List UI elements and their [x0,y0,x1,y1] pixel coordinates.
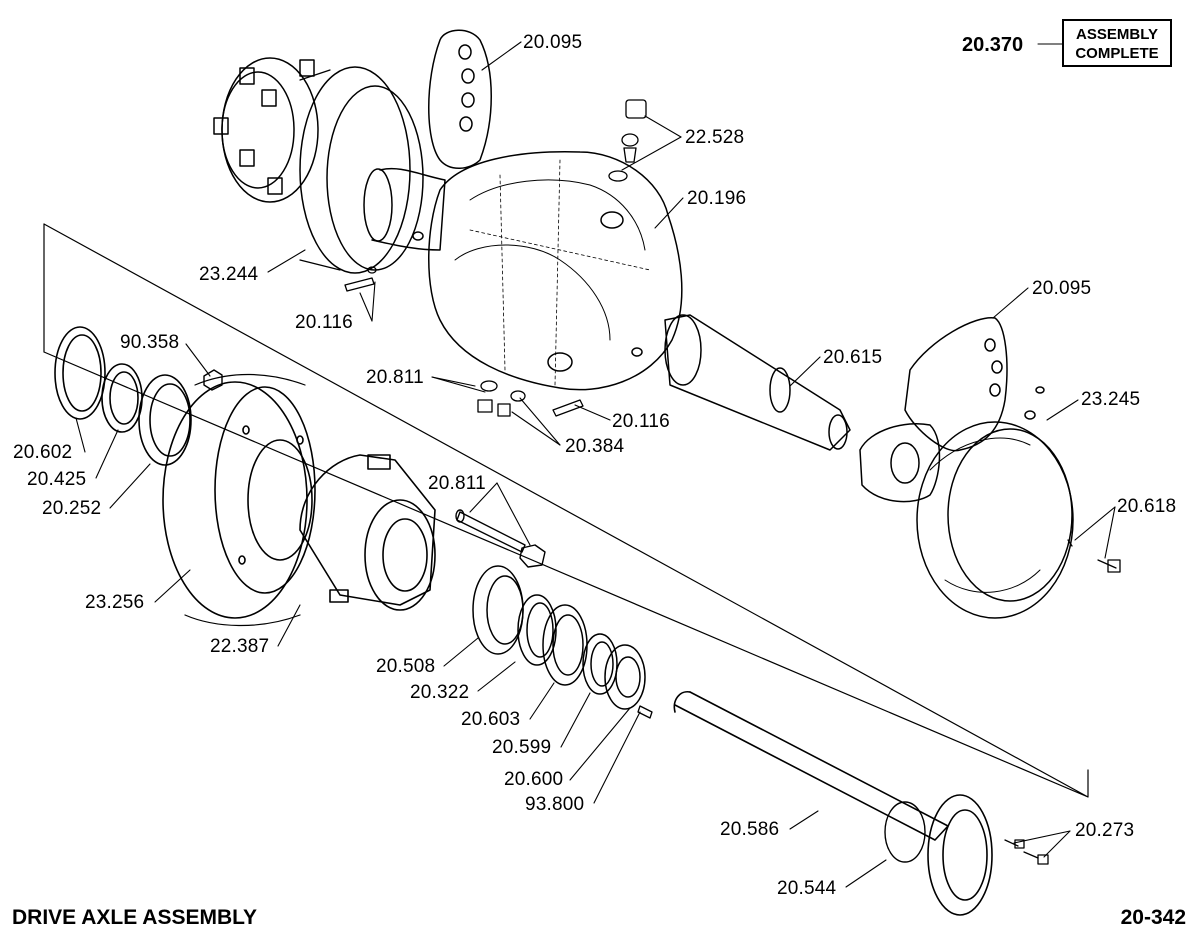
part-label-22-387: 22.387 [210,636,270,657]
small-screw [637,705,653,719]
cap-screws [344,266,584,417]
part-label-20-252: 20.252 [42,498,102,519]
spacer-ring [101,363,143,433]
lock-plate [604,644,646,710]
part-label-23-256: 23.256 [85,592,145,613]
part-label-23-244: 23.244 [199,264,259,285]
part-label-20-425: 20.425 [27,469,87,490]
hex-nut [203,369,223,391]
part-label-90-358: 90.358 [120,332,180,353]
assembly-label-line2: COMPLETE [1075,45,1159,62]
axle-shaft [673,690,993,916]
brake-drum [162,373,316,627]
right-torque-plate [859,317,1008,503]
seal-ring [54,326,106,420]
part-label-20-322: 20.322 [410,682,470,703]
page-number: 20-342 [1120,906,1186,929]
left-hub [213,57,319,203]
part-label-20-384: 20.384 [565,436,625,457]
part-label-20-599: 20.599 [492,737,552,758]
part-label-20-618: 20.618 [1117,496,1177,517]
part-label-22-528: 22.528 [685,127,745,148]
wheel-hub [299,454,436,611]
left-axle-tube [363,167,446,251]
lock-ring [517,594,557,666]
leader-lines [75,41,1116,888]
part-label-20-116-lower: 20.116 [612,411,670,432]
bearing-cone [138,374,192,466]
part-label-20-095-right: 20.095 [1032,278,1092,299]
breather-vent [608,99,647,182]
part-label-20-811-upper: 20.811 [366,367,424,388]
part-label-20-615: 20.615 [823,347,883,368]
part-label-20-273: 20.273 [1075,820,1135,841]
wheel-stud [455,509,546,568]
part-label-93-800: 93.800 [525,794,585,815]
axle-housing [412,151,683,391]
assembly-number: 20.370 [962,34,1024,56]
left-brake-drum [299,66,424,274]
drain-plugs [477,380,526,417]
part-label-20-603: 20.603 [461,709,521,730]
exploded-view-boundary [43,223,1089,798]
part-label-20-095-top: 20.095 [523,32,583,53]
outer-bearing [472,565,524,655]
assembly-label-line1: ASSEMBLY [1076,26,1158,43]
part-label-20-586: 20.586 [720,819,780,840]
flange-bolts [1004,839,1049,865]
right-axle-tube-spindle [664,314,851,451]
part-label-23-245: 23.245 [1081,389,1141,410]
part-label-20-811-lower: 20.811 [428,473,486,494]
part-label-20-196: 20.196 [687,188,747,209]
part-label-20-602: 20.602 [13,442,73,463]
left-torque-plate [428,29,492,169]
page-title: DRIVE AXLE ASSEMBLY [12,906,258,929]
part-label-20-544: 20.544 [777,878,837,899]
o-ring [884,801,926,863]
adjusting-nut [542,604,588,686]
part-label-20-508: 20.508 [376,656,436,677]
lock-washer [582,633,618,695]
assembly-complete-box: ASSEMBLY COMPLETE [1062,19,1172,67]
part-label-20-600: 20.600 [504,769,564,790]
part-label-20-116-upper: 20.116 [295,312,353,333]
anchor-bolts [1067,539,1121,573]
right-brake-assembly [916,386,1074,619]
